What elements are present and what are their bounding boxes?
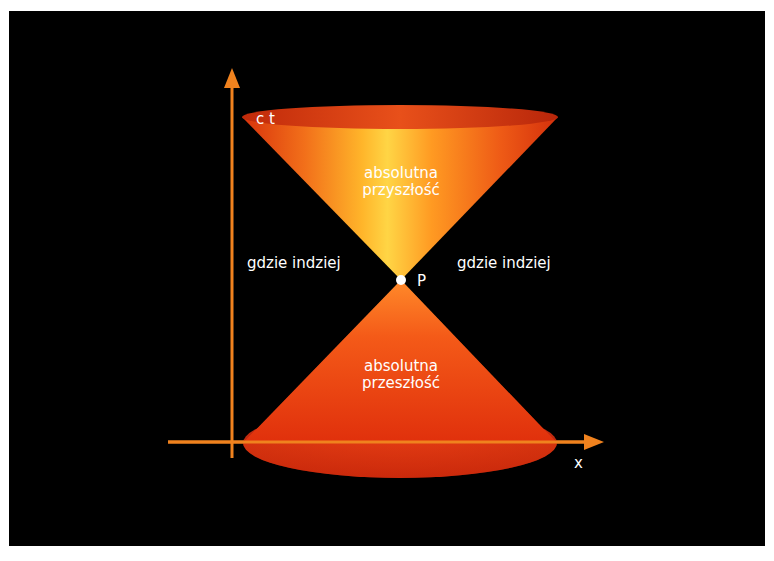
cone-body [243,280,557,443]
axis-label: c t [256,110,275,128]
x-axis [168,441,588,444]
event-point [396,275,406,285]
axis-arrowhead [224,68,240,88]
ct-axis [231,84,234,458]
region-label: gdzie indziej [247,254,341,272]
region-label: absolutna przeszłość [346,358,456,391]
point-label: P [417,272,426,290]
region-label: absolutna przyszłość [346,165,456,198]
region-label: gdzie indziej [457,254,551,272]
cone-rim [242,105,558,129]
light-cone: absolutna przeszłość [241,278,561,483]
cone-body [242,117,558,280]
axis-label: x [574,454,583,472]
x-axis [168,441,588,444]
cone-body [243,280,557,478]
